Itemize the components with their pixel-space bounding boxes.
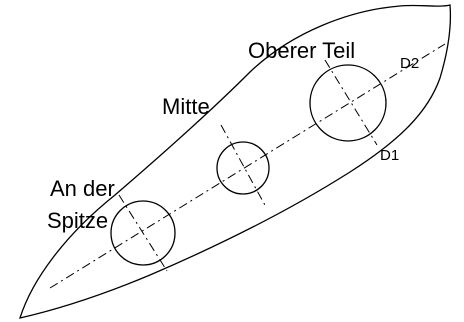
- label-diameter-1: D1: [380, 147, 399, 164]
- label-diameter-2: D2: [400, 55, 419, 72]
- tip-measurement-circle: [110, 200, 176, 266]
- upper-perpendicular-axis: [324, 59, 378, 146]
- label-middle: Mitte: [162, 94, 210, 119]
- label-tip-line2: Spitze: [47, 208, 108, 233]
- leaf-outline: [19, 4, 452, 319]
- upper-measurement-circle: [309, 64, 387, 142]
- middle-perpendicular-axis: [220, 124, 267, 208]
- label-upper-part: Oberer Teil: [248, 38, 355, 63]
- middle-measurement-circle: [216, 141, 270, 195]
- tip-perpendicular-axis: [118, 194, 168, 272]
- label-tip-line1: An der: [50, 176, 115, 201]
- leaf-center-axis: [49, 43, 446, 289]
